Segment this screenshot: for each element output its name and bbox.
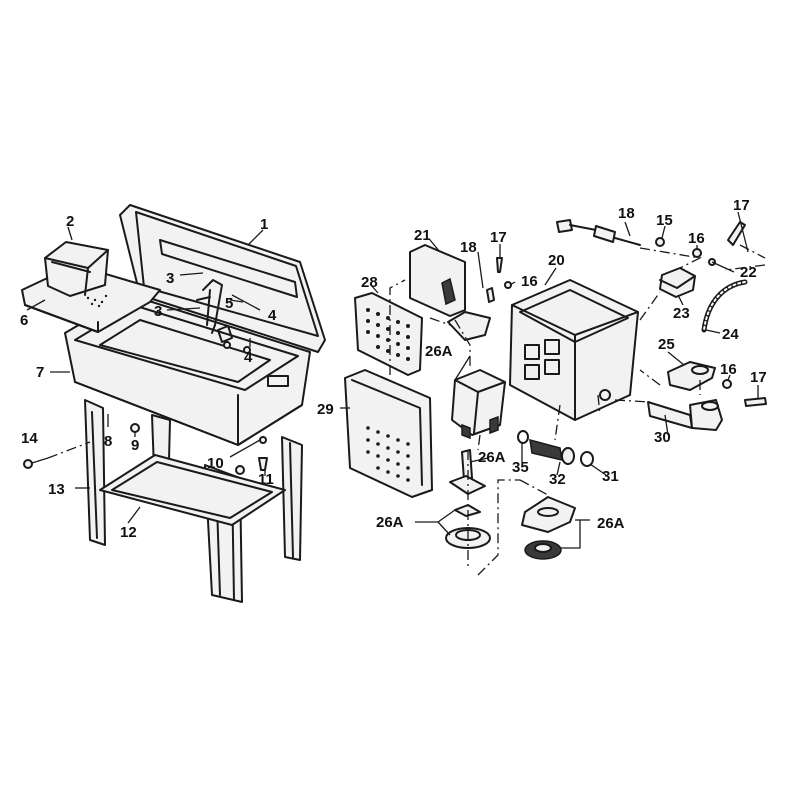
- bottom-shelf: [99, 454, 286, 526]
- callout-17: 17: [733, 197, 750, 214]
- callout-11: 11: [258, 471, 274, 488]
- callout-17: 17: [750, 369, 767, 386]
- callout-26a: 26A: [478, 449, 506, 466]
- callout-8: 8: [104, 433, 112, 450]
- callout-22: 22: [740, 264, 757, 281]
- callout-7: 7: [36, 364, 44, 381]
- filter-screen: [344, 369, 433, 498]
- callout-24: 24: [722, 326, 739, 343]
- left-leader-lines: [26, 226, 266, 524]
- callout-4: 4: [244, 349, 253, 366]
- callout-15: 15: [656, 212, 673, 229]
- callout-1: 1: [260, 216, 268, 233]
- callout-9: 9: [131, 437, 139, 454]
- callout-23: 23: [673, 305, 690, 322]
- callout-21: 21: [414, 227, 431, 244]
- callout-29: 29: [317, 401, 334, 418]
- callout-35: 35: [512, 459, 529, 476]
- callout-18: 18: [618, 205, 635, 222]
- callout-12: 12: [120, 524, 137, 541]
- callout-13: 13: [48, 481, 65, 498]
- callout-18: 18: [460, 239, 477, 256]
- hose-bracket: [667, 361, 716, 391]
- callout-14: 14: [21, 430, 38, 447]
- pump-motor: [447, 311, 506, 440]
- callout-30: 30: [654, 429, 671, 446]
- electrical-box: [509, 279, 639, 421]
- pump-bracket: [521, 496, 576, 560]
- lid: [119, 204, 326, 353]
- power-cord: [556, 219, 665, 247]
- callout-26a: 26A: [425, 343, 453, 360]
- filter-screen-holes: [366, 426, 410, 482]
- callout-labels: 1 2 3 3 4 4 5 6 7 8 9 10 11 12 13 14 15 …: [20, 197, 767, 541]
- callout-2: 2: [66, 213, 74, 230]
- flex-hose: [701, 279, 748, 333]
- callout-3: 3: [166, 270, 174, 287]
- callout-17: 17: [490, 229, 507, 246]
- drain-pipe: [647, 399, 723, 431]
- pump-fitting: [517, 430, 594, 467]
- callout-31: 31: [602, 468, 619, 485]
- callout-26a: 26A: [376, 514, 404, 531]
- callout-3: 3: [154, 303, 162, 320]
- basket: [44, 241, 109, 297]
- callout-16: 16: [521, 273, 538, 290]
- switch-block: [659, 267, 696, 298]
- callout-5: 5: [225, 295, 233, 312]
- right-leader-lines: [340, 211, 766, 576]
- callout-16: 16: [720, 361, 737, 378]
- callout-6: 6: [20, 312, 28, 329]
- filter-plate: [354, 292, 423, 376]
- callout-28: 28: [361, 274, 378, 291]
- callout-4: 4: [268, 307, 277, 324]
- filter-plate-holes: [366, 308, 410, 361]
- callout-20: 20: [548, 252, 565, 269]
- callout-10: 10: [207, 455, 224, 472]
- faucet-arm: [196, 279, 233, 343]
- mounting-panel: [409, 244, 466, 317]
- callout-25: 25: [658, 336, 675, 353]
- callout-26a: 26A: [597, 515, 625, 532]
- callout-16: 16: [688, 230, 705, 247]
- callout-32: 32: [549, 471, 566, 488]
